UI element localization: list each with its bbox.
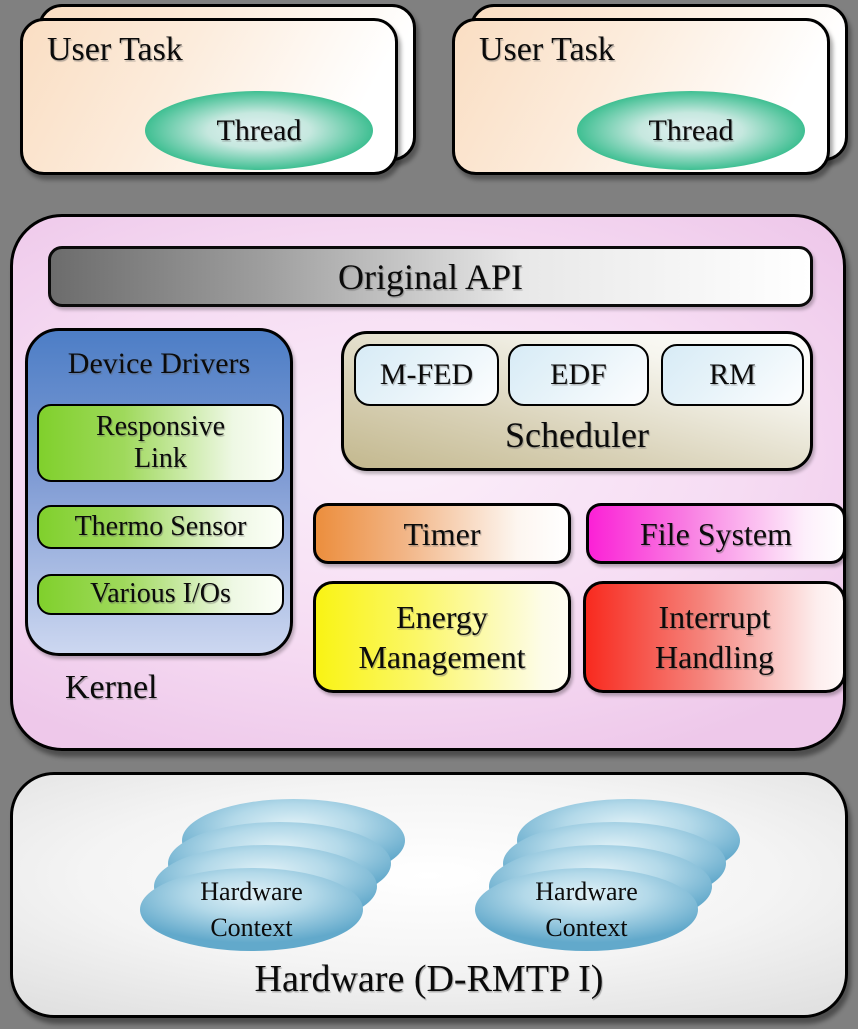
policy-edf: EDF xyxy=(508,344,649,406)
thread-label: Thread xyxy=(216,113,302,147)
hardware-context-label: Hardware Context xyxy=(535,877,638,942)
user-task-card: User Task Thread xyxy=(452,18,830,175)
policy-rm: RM xyxy=(661,344,804,406)
user-task-title: User Task xyxy=(47,31,183,68)
file-system-box: File System xyxy=(586,503,846,564)
hardware-label: Hardware (D-RMTP I) xyxy=(254,958,604,1000)
scheduler-box: M-FED EDF RM Scheduler xyxy=(341,331,813,471)
kernel-label: Kernel xyxy=(65,669,158,706)
energy-management-box: Energy Management xyxy=(313,581,571,693)
hardware-box: Hardware Context Hardware Context Hardwa… xyxy=(10,772,848,1018)
driver-item-various-ios: Various I/Os xyxy=(37,574,284,615)
timer-box: Timer xyxy=(313,503,571,564)
device-drivers-box: Device Drivers Responsive Link Thermo Se… xyxy=(25,328,293,656)
hardware-context-ellipse: Hardware Context xyxy=(475,868,698,951)
original-api-bar: Original API xyxy=(48,246,813,307)
original-api-label: Original API xyxy=(338,256,523,297)
user-task-title: User Task xyxy=(479,31,615,68)
policy-mfed: M-FED xyxy=(354,344,499,406)
interrupt-handling-box: Interrupt Handling xyxy=(583,581,846,693)
hardware-context-stack: Hardware Context xyxy=(140,799,405,951)
hardware-context-ellipse: Hardware Context xyxy=(140,868,363,951)
thread-ellipse: Thread xyxy=(145,91,373,170)
device-drivers-title: Device Drivers xyxy=(67,347,251,380)
kernel-box: Original API Device Drivers Responsive L… xyxy=(10,214,846,751)
hardware-context-label: Hardware Context xyxy=(200,877,303,942)
hardware-context-stack: Hardware Context xyxy=(475,799,740,951)
user-task-card: User Task Thread xyxy=(20,18,398,175)
thread-ellipse: Thread xyxy=(577,91,805,170)
thread-label: Thread xyxy=(648,113,734,147)
driver-item-thermo-sensor: Thermo Sensor xyxy=(37,505,284,549)
driver-item-responsive-link: Responsive Link xyxy=(37,404,284,482)
scheduler-title: Scheduler xyxy=(505,415,649,455)
